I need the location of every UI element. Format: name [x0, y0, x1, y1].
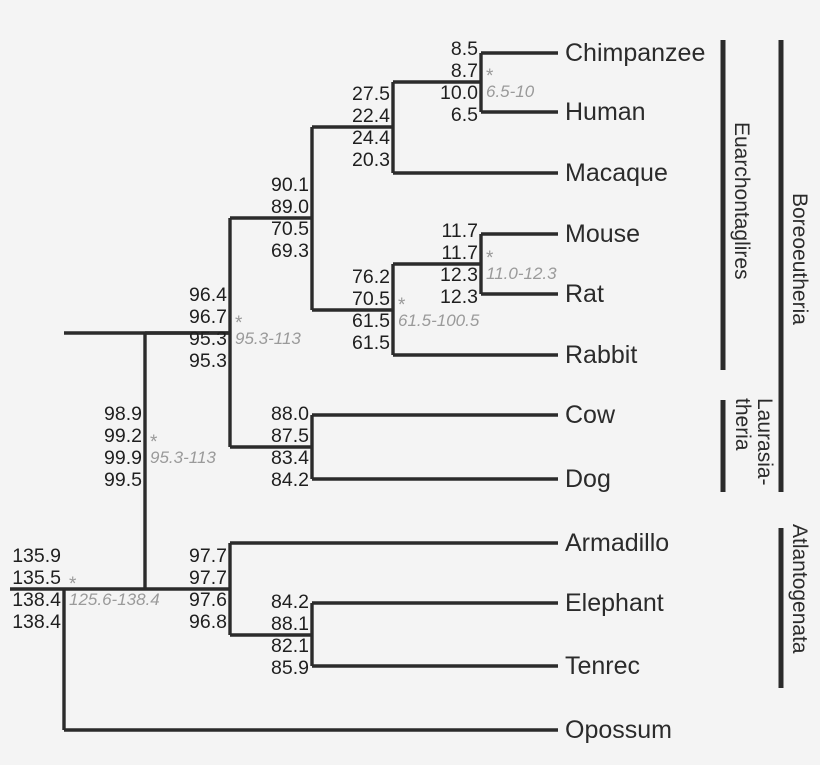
calibration-star: *	[398, 295, 406, 316]
calibration-star: *	[150, 432, 158, 453]
node-calibration-murinae: * 11.0-12.3	[486, 248, 557, 284]
node-stat-value: 22.4	[352, 105, 390, 127]
node-stat-value: 61.5	[352, 310, 390, 332]
calibration-range: 125.6-138.4	[69, 590, 160, 610]
node-calibration-boreoeutheria: * 95.3-113	[150, 432, 216, 468]
node-stat-value: 89.0	[271, 196, 309, 218]
node-stat-value: 97.7	[189, 567, 227, 589]
node-stat-value: 95.3	[189, 350, 227, 372]
node-stat-value: 69.3	[271, 240, 309, 262]
node-stat-value: 87.5	[271, 425, 309, 447]
node-stat-value: 99.9	[104, 447, 142, 469]
node-stat-value: 10.0	[440, 82, 478, 104]
calibration-range: 95.3-113	[150, 448, 216, 468]
node-calibration-euarchontoglires: * 95.3-113	[235, 313, 301, 349]
calibration-range: 6.5-10	[486, 82, 535, 102]
node-stat-value: 82.1	[271, 635, 309, 657]
clade-label-text: Laurasia- theria	[731, 398, 777, 486]
calibration-star: *	[69, 574, 77, 595]
node-stat-value: 11.7	[441, 242, 478, 264]
node-stat-value: 61.5	[352, 332, 390, 354]
calibration-range: 61.5-100.5	[398, 311, 480, 331]
tip-label-dog: Dog	[565, 465, 611, 493]
node-stat-value: 88.1	[271, 613, 309, 635]
node-stat-value: 99.5	[104, 469, 142, 491]
node-calibration-root: * 125.6-138.4	[69, 574, 160, 610]
node-stats-murinae: 11.7 11.7 12.3 12.3	[378, 220, 478, 308]
node-stats-euarchonta: 90.1 89.0 70.5 69.3	[209, 174, 309, 262]
node-stat-value: 11.7	[441, 220, 478, 242]
node-stats-laurasiatheria: 88.0 87.5 83.4 84.2	[209, 403, 309, 491]
tip-label-opossum: Opossum	[565, 716, 672, 744]
node-stat-value: 99.2	[104, 425, 142, 447]
node-stat-value: 84.2	[271, 469, 309, 491]
node-stat-value: 84.2	[271, 591, 309, 613]
node-stat-value: 83.4	[271, 447, 309, 469]
node-stat-value: 8.5	[450, 38, 478, 60]
node-stat-value: 96.8	[189, 611, 227, 633]
node-stats-euarchontoglires: 96.4 96.7 95.3 95.3	[127, 284, 227, 372]
calibration-range: 11.0-12.3	[486, 264, 557, 284]
node-stat-value: 70.5	[352, 288, 390, 310]
node-stat-value: 8.7	[450, 60, 478, 82]
node-stat-value: 70.5	[271, 218, 309, 240]
calibration-star: *	[486, 66, 494, 87]
node-stat-value: 135.5	[12, 567, 61, 589]
node-stats-atlantogenata: 97.7 97.7 97.6 96.8	[127, 545, 227, 633]
clade-label-euarchontaglires: Euarchontaglires	[730, 122, 753, 280]
node-stat-value: 24.4	[352, 127, 390, 149]
tip-label-cow: Cow	[565, 401, 616, 429]
tip-label-chimpanzee: Chimpanzee	[565, 39, 706, 67]
calibration-star: *	[235, 313, 243, 334]
node-stat-value: 6.5	[450, 104, 478, 126]
tip-label-rabbit: Rabbit	[565, 341, 638, 369]
clade-label-boreoeutheria: Boreoeutheria	[788, 193, 811, 325]
tip-label-macaque: Macaque	[565, 159, 668, 187]
node-stat-value: 90.1	[271, 174, 309, 196]
node-stats-root: 135.9 135.5 138.4 138.4	[0, 545, 61, 633]
node-calibration-hominini: * 6.5-10	[486, 66, 535, 102]
calibration-range: 95.3-113	[235, 329, 301, 349]
node-stats-afrotheria: 84.2 88.1 82.1 85.9	[209, 591, 309, 679]
node-stat-value: 98.9	[104, 403, 142, 425]
node-stat-value: 135.9	[12, 545, 61, 567]
node-stat-value: 12.3	[440, 286, 478, 308]
node-stats-catarrhini: 27.5 22.4 24.4 20.3	[290, 83, 390, 171]
node-stat-value: 12.3	[440, 264, 478, 286]
node-calibration-glires: * 61.5-100.5	[398, 295, 480, 331]
node-stat-value: 96.4	[189, 284, 227, 306]
node-stat-value: 88.0	[271, 403, 309, 425]
tip-label-mouse: Mouse	[565, 220, 641, 248]
node-stat-value: 138.4	[12, 589, 61, 611]
clade-label-atlantogenata: Atlantogenata	[788, 524, 811, 654]
node-stat-value: 95.3	[189, 328, 227, 350]
clade-label-laurasiatheria: Laurasia- theria	[731, 398, 777, 496]
node-stat-value: 85.9	[271, 657, 309, 679]
node-stats-glires: 76.2 70.5 61.5 61.5	[290, 266, 390, 354]
tip-label-human: Human	[565, 98, 646, 126]
node-stat-value: 27.5	[352, 83, 390, 105]
node-stats-hominini: 8.5 8.7 10.0 6.5	[378, 38, 478, 126]
node-stat-value: 76.2	[352, 266, 390, 288]
node-stat-value: 97.7	[189, 545, 227, 567]
node-stat-value: 96.7	[189, 306, 227, 328]
tip-label-rat: Rat	[565, 280, 604, 308]
calibration-star: *	[486, 248, 494, 269]
tip-label-armadillo: Armadillo	[565, 529, 670, 557]
tip-label-elephant: Elephant	[565, 589, 664, 617]
node-stat-value: 97.6	[189, 589, 227, 611]
tip-label-tenrec: Tenrec	[565, 652, 641, 680]
node-stats-boreoeutheria: 98.9 99.2 99.9 99.5	[42, 403, 142, 491]
node-stat-value: 20.3	[352, 149, 390, 171]
node-stat-value: 138.4	[12, 611, 61, 633]
